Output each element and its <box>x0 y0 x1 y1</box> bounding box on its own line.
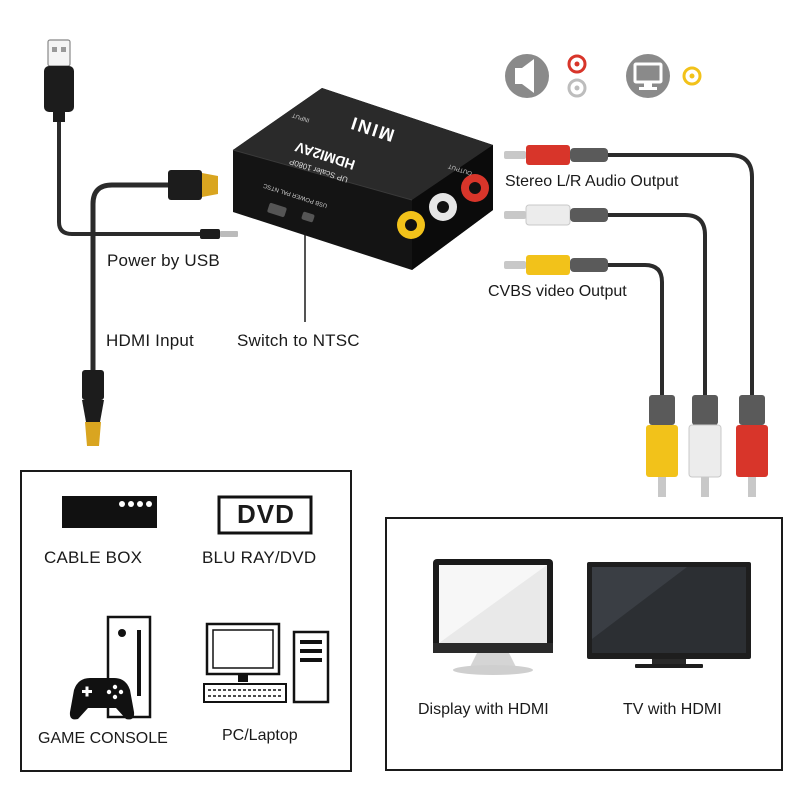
blu-ray-dvd-label: BLU RAY/DVD <box>202 548 317 567</box>
dvd-logo-icon <box>217 495 313 535</box>
pc-laptop-icon <box>203 622 330 704</box>
flat-tv-icon <box>587 562 751 668</box>
display-with-hdmi-label: Display with HDMI <box>418 701 549 718</box>
game-console-label: GAME CONSOLE <box>38 730 168 747</box>
rca-cables <box>504 145 768 497</box>
usb-cable <box>44 39 238 239</box>
cable-box-label: CABLE BOX <box>44 548 143 567</box>
game-console-icon <box>69 615 152 720</box>
pc-laptop-label: PC/Laptop <box>222 727 298 744</box>
power-by-usb-label: Power by USB <box>107 251 220 270</box>
tv-with-hdmi-label: TV with HDMI <box>623 701 722 718</box>
cvbs-output-label: CVBS video Output <box>488 283 627 300</box>
dvd-logo-text: DVD <box>237 499 295 529</box>
rca-red-white-icon <box>567 54 587 98</box>
monitor-icon <box>626 54 670 98</box>
speaker-icon <box>505 54 549 98</box>
cable-box-icon <box>62 496 157 528</box>
hdmi-cable <box>82 170 218 446</box>
display-icons <box>433 559 751 675</box>
source-icons <box>62 495 330 720</box>
rca-yellow-icon <box>682 66 702 86</box>
hdmi2av-converter <box>232 88 493 270</box>
source-devices-panel: DVD CABLE BOX BLU RAY/DVD GAME CONSOLE P… <box>20 470 352 772</box>
desktop-monitor-icon <box>433 559 553 675</box>
stereo-output-label: Stereo L/R Audio Output <box>505 173 679 190</box>
display-devices-panel: Display with HDMI TV with HDMI <box>385 517 783 771</box>
hdmi-input-label: HDMI Input <box>106 331 194 350</box>
switch-to-ntsc-label: Switch to NTSC <box>237 331 360 350</box>
